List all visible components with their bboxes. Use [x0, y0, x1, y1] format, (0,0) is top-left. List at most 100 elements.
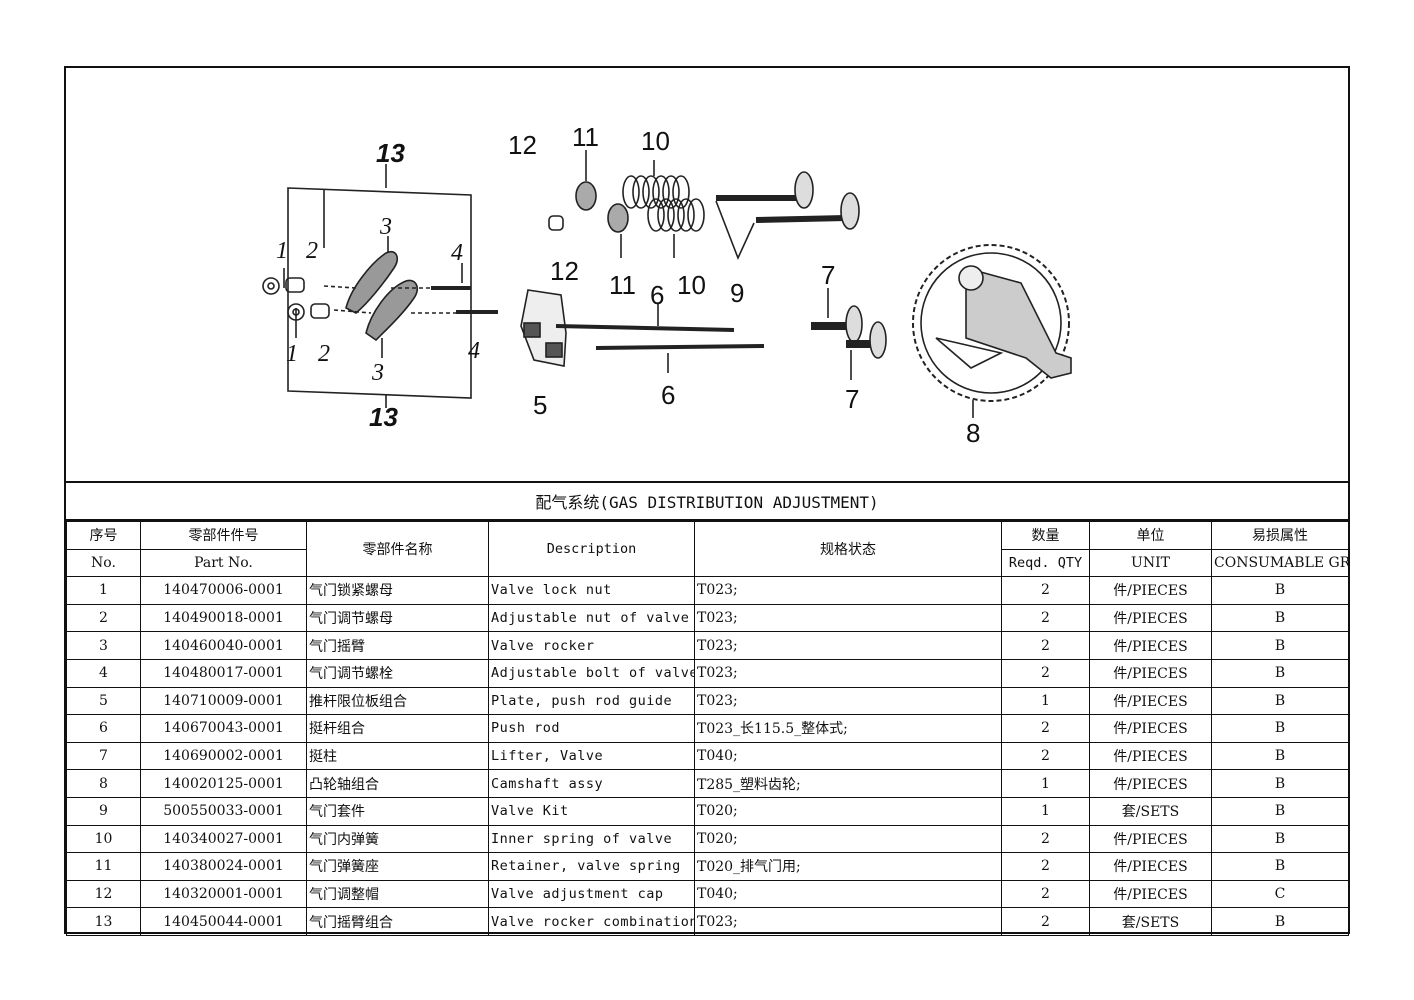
header-spec: 规格状态	[694, 520, 1002, 578]
part-name-cn-cell: 气门弹簧座	[306, 852, 489, 881]
camshaft-body	[965, 266, 1072, 379]
part-spec-cell: T285_塑料齿轮;	[694, 769, 1002, 798]
part-number-cell: 140460040-0001	[140, 631, 307, 660]
consumable-grade-cell: B	[1211, 741, 1349, 771]
part-description-cell: Plate, push rod guide	[488, 686, 695, 716]
part-spec-cell: T023_长115.5_整体式;	[694, 714, 1002, 743]
callout-11-bottom: 11	[609, 270, 636, 300]
part-number-cell: 140320001-0001	[140, 879, 307, 909]
part-description-cell: Valve rocker combination	[488, 907, 695, 936]
adjust-nut-top	[285, 277, 305, 293]
rocker-assembly-bracket	[287, 187, 472, 399]
consumable-grade-cell: B	[1211, 852, 1349, 881]
part-number-cell: 140020125-0001	[140, 769, 307, 798]
row-number-cell: 5	[66, 686, 141, 716]
callout-3-bottom: 3	[371, 360, 384, 386]
consumable-grade-cell: B	[1211, 714, 1349, 743]
callout-8: 8	[966, 418, 980, 448]
quantity-cell: 1	[1001, 769, 1090, 798]
lock-nut-bottom	[287, 303, 305, 321]
quantity-cell: 2	[1001, 576, 1090, 605]
part-description-cell: Adjustable bolt of valve	[488, 658, 695, 688]
row-number-cell: 6	[66, 714, 141, 743]
row-number-cell: 2	[66, 603, 141, 633]
header-row-cn: 序号 零部件件号 零部件名称 Description 规格状态 数量 单位 易损…	[66, 520, 1349, 578]
spring-retainer-bottom	[607, 203, 629, 233]
part-spec-cell: T023;	[694, 658, 1002, 688]
row-number-cell: 13	[66, 907, 141, 936]
consumable-grade-cell: C	[1211, 879, 1349, 909]
consumable-grade-cell: B	[1211, 769, 1349, 798]
part-description-cell: Lifter, Valve	[488, 741, 695, 771]
part-name-cn-cell: 推杆限位板组合	[306, 686, 489, 716]
unit-cell: 套/SETS	[1089, 907, 1212, 936]
part-spec-cell: T023;	[694, 907, 1002, 936]
callout-9: 9	[730, 278, 744, 308]
callout-13-bottom: 13	[369, 402, 398, 432]
quantity-cell: 2	[1001, 852, 1090, 881]
row-number-cell: 1	[66, 576, 141, 605]
part-description-cell: Retainer, valve spring	[488, 852, 695, 881]
callout-2-bottom: 2	[318, 341, 330, 367]
part-description-cell: Push rod	[488, 714, 695, 743]
part-name-cn-cell: 气门调节螺栓	[306, 658, 489, 688]
part-spec-cell: T020;	[694, 796, 1002, 826]
part-spec-cell: T040;	[694, 741, 1002, 771]
quantity-cell: 2	[1001, 631, 1090, 660]
consumable-grade-cell: B	[1211, 631, 1349, 660]
exploded-parts-diagram: 13 13 1 2 3 4 1 2 3 4 12 12 11 11 10 10 …	[66, 68, 1348, 481]
part-name-cn-cell: 气门内弹簧	[306, 824, 489, 854]
parts-table: 序号 零部件件号 零部件名称 Description 规格状态 数量 单位 易损…	[66, 520, 1349, 936]
quantity-cell: 2	[1001, 603, 1090, 633]
part-number-cell: 140490018-0001	[140, 603, 307, 633]
quantity-cell: 2	[1001, 824, 1090, 854]
row-number-cell: 7	[66, 741, 141, 771]
push-rod-bottom	[595, 344, 765, 350]
row-number-cell: 12	[66, 879, 141, 909]
part-name-cn-cell: 气门调整帽	[306, 879, 489, 909]
part-number-cell: 140710009-0001	[140, 686, 307, 716]
header-no-cn: 序号	[66, 521, 141, 550]
part-name-cn-cell: 气门摇臂组合	[306, 907, 489, 936]
unit-cell: 件/PIECES	[1089, 686, 1212, 716]
spring-retainer-top	[575, 181, 597, 211]
valve-adjustment-cap	[548, 215, 564, 231]
quantity-cell: 2	[1001, 741, 1090, 771]
valve-rocker-bottom	[365, 279, 418, 342]
callout-2-top: 2	[306, 238, 318, 264]
unit-cell: 件/PIECES	[1089, 658, 1212, 688]
part-name-cn-cell: 气门摇臂	[306, 631, 489, 660]
header-name-cn: 零部件名称	[306, 520, 489, 578]
part-name-cn-cell: 挺柱	[306, 741, 489, 771]
part-spec-cell: T023;	[694, 576, 1002, 605]
callout-10-bottom: 10	[677, 270, 706, 300]
callout-6-bottom: 6	[661, 380, 675, 410]
callout-7-bottom: 7	[845, 384, 859, 414]
quantity-cell: 2	[1001, 879, 1090, 909]
part-number-cell: 140670043-0001	[140, 714, 307, 743]
lock-nut-top	[262, 277, 280, 295]
unit-cell: 件/PIECES	[1089, 824, 1212, 854]
header-description: Description	[488, 520, 695, 578]
callout-7-top: 7	[821, 260, 835, 290]
callout-4-bottom: 4	[468, 338, 480, 364]
callout-12-top: 12	[508, 130, 537, 160]
valve-rocker-top	[345, 250, 398, 314]
parts-sheet-frame: 13 13 1 2 3 4 1 2 3 4 12 12 11 11 10 10 …	[64, 66, 1350, 936]
part-name-cn-cell: 气门锁紧螺母	[306, 576, 489, 605]
row-number-cell: 11	[66, 852, 141, 881]
unit-cell: 件/PIECES	[1089, 852, 1212, 881]
part-name-cn-cell: 气门调节螺母	[306, 603, 489, 633]
callout-3-top: 3	[379, 214, 392, 240]
camshaft-gear	[912, 244, 1070, 402]
part-number-cell: 500550033-0001	[140, 796, 307, 826]
callout-10-top: 10	[641, 126, 670, 156]
